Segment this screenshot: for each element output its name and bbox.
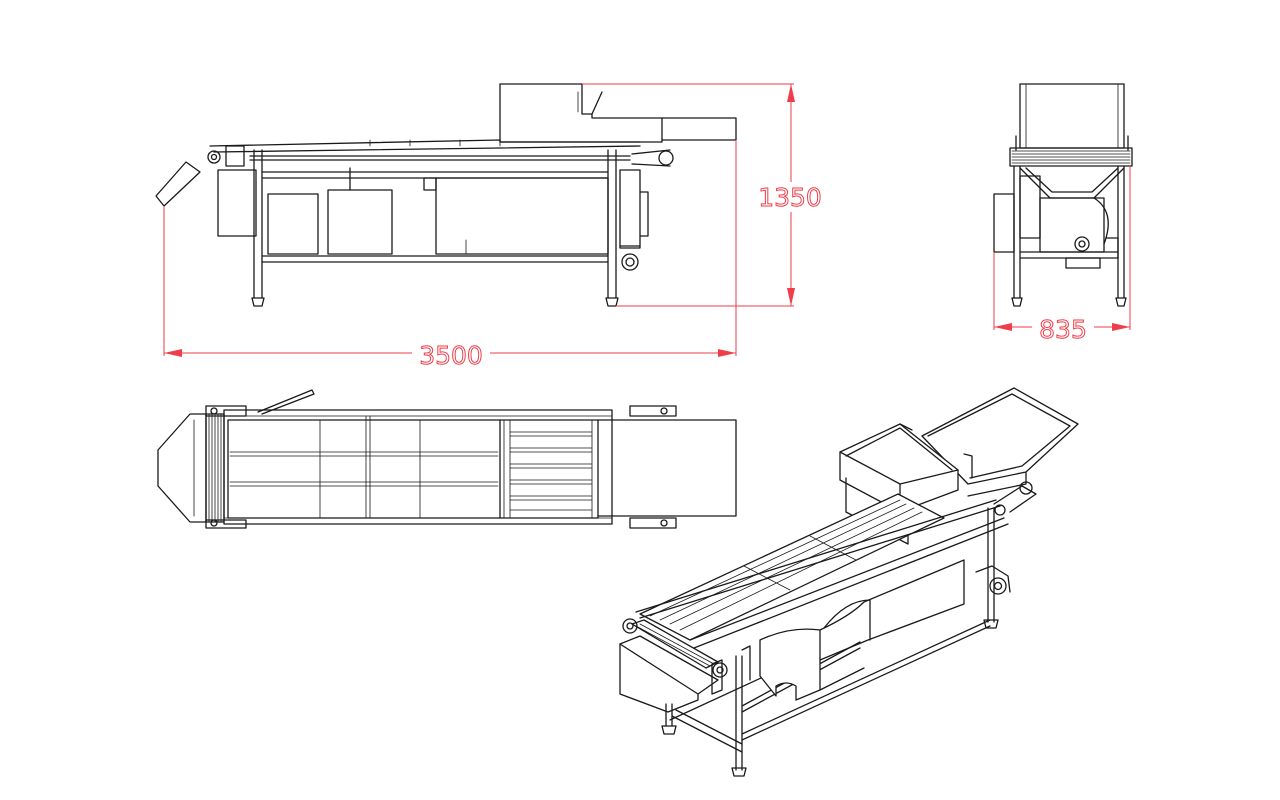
width-dimension-label: 835 bbox=[1039, 315, 1087, 344]
top-view bbox=[157, 389, 737, 529]
height-dimension-label: 1350 bbox=[758, 183, 822, 212]
length-dimension-label: 3500 bbox=[419, 341, 483, 370]
belt-band-hatch bbox=[1011, 150, 1131, 164]
end-view bbox=[993, 83, 1133, 307]
length-label-mask bbox=[412, 340, 490, 368]
side-view-dimensions bbox=[163, 83, 795, 357]
width-label-mask bbox=[1032, 314, 1094, 342]
height-label-mask bbox=[752, 182, 830, 212]
side-view bbox=[155, 83, 737, 307]
isometric-view bbox=[619, 387, 1079, 777]
